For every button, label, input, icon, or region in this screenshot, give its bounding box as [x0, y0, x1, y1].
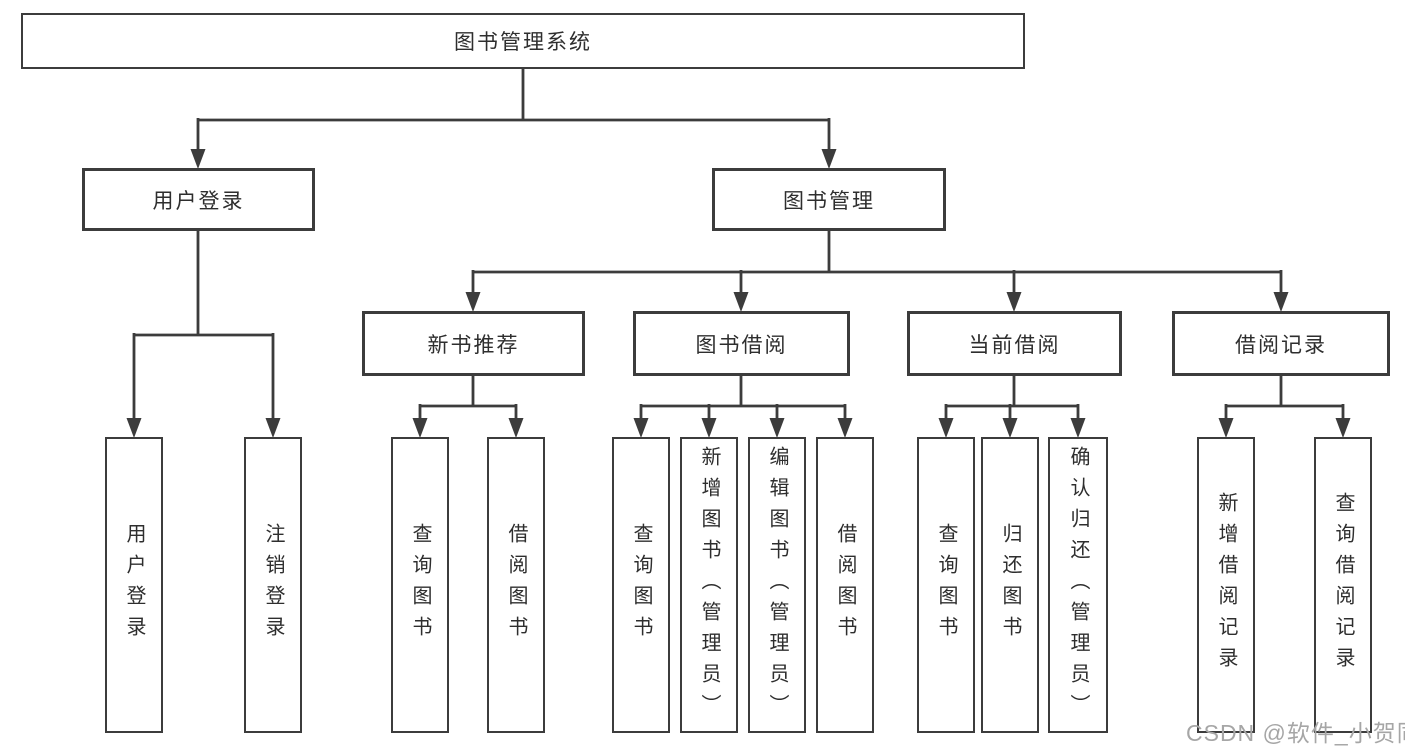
arrow-head — [190, 149, 206, 169]
connector-recommend-to-leaves — [412, 376, 524, 438]
node-current-borrow-label: 当前借阅 — [968, 333, 1061, 357]
node-root-label: 图书管理系统 — [454, 31, 592, 54]
arrow-head — [1070, 418, 1086, 438]
arrow-head — [769, 418, 785, 438]
leaf-recommend-borrow-books: 借阅图书 — [487, 437, 545, 733]
connector-login-to-leaves — [126, 231, 281, 438]
arrow-head — [465, 292, 481, 312]
node-borrow-records: 借阅记录 — [1172, 311, 1390, 376]
arrow-head — [1006, 292, 1022, 312]
leaf-confirm-return-admin-label: 确认归还（管理员） — [1067, 445, 1089, 725]
leaf-edit-books-admin-label: 编辑图书（管理员） — [766, 445, 788, 725]
arrow-head — [412, 418, 428, 438]
connector-management-to-level3 — [465, 231, 1289, 312]
leaf-logout-login-label: 注销登录 — [262, 523, 284, 647]
node-current-borrow: 当前借阅 — [907, 311, 1122, 376]
leaf-current-query-books: 查询图书 — [917, 437, 975, 733]
leaf-recommend-borrow-books-label: 借阅图书 — [505, 523, 527, 647]
leaf-add-borrow-record: 新增借阅记录 — [1197, 437, 1255, 733]
leaf-borrow-borrow-books: 借阅图书 — [816, 437, 874, 733]
node-user-login: 用户登录 — [82, 168, 315, 231]
node-root: 图书管理系统 — [21, 13, 1025, 69]
leaf-recommend-query-books-label: 查询图书 — [409, 523, 431, 647]
arrow-head — [508, 418, 524, 438]
node-book-borrow-label: 图书借阅 — [695, 333, 788, 357]
csdn-watermark: CSDN @软件_小贺同学 — [1186, 720, 1405, 746]
connector-records-to-leaves — [1218, 376, 1351, 438]
leaf-return-books-label: 归还图书 — [999, 523, 1021, 647]
node-book-management: 图书管理 — [712, 168, 946, 231]
arrow-head — [265, 418, 281, 438]
arrow-head — [1218, 418, 1234, 438]
node-book-management-label: 图书管理 — [783, 189, 875, 213]
connector-root-to-level2 — [190, 69, 837, 169]
arrow-head — [1335, 418, 1351, 438]
leaf-query-borrow-record-label: 查询借阅记录 — [1332, 492, 1354, 678]
arrow-head — [837, 418, 853, 438]
arrow-head — [733, 292, 749, 312]
leaf-logout-login: 注销登录 — [244, 437, 302, 733]
leaf-edit-books-admin: 编辑图书（管理员） — [748, 437, 806, 733]
arrow-head — [938, 418, 954, 438]
leaf-add-books-admin-label: 新增图书（管理员） — [698, 445, 720, 725]
leaf-confirm-return-admin: 确认归还（管理员） — [1048, 437, 1108, 733]
node-new-book-recommend: 新书推荐 — [362, 311, 585, 376]
leaf-query-borrow-record: 查询借阅记录 — [1314, 437, 1372, 733]
leaf-borrow-query-books-label: 查询图书 — [630, 523, 652, 647]
arrow-head — [1002, 418, 1018, 438]
node-book-borrow: 图书借阅 — [633, 311, 850, 376]
leaf-recommend-query-books: 查询图书 — [391, 437, 449, 733]
node-borrow-records-label: 借阅记录 — [1235, 333, 1327, 357]
leaf-add-borrow-record-label: 新增借阅记录 — [1215, 492, 1237, 678]
arrow-head — [1273, 292, 1289, 312]
arrow-head — [126, 418, 142, 438]
arrow-head — [701, 418, 717, 438]
arrow-head — [633, 418, 649, 438]
leaf-return-books: 归还图书 — [981, 437, 1039, 733]
node-user-login-label: 用户登录 — [152, 189, 245, 213]
leaf-borrow-query-books: 查询图书 — [612, 437, 670, 733]
node-new-book-recommend-label: 新书推荐 — [427, 333, 520, 357]
leaf-borrow-borrow-books-label: 借阅图书 — [834, 523, 856, 647]
leaf-add-books-admin: 新增图书（管理员） — [680, 437, 738, 733]
leaf-user-login-label: 用户登录 — [123, 523, 145, 647]
leaf-current-query-books-label: 查询图书 — [935, 523, 957, 647]
leaf-user-login: 用户登录 — [105, 437, 163, 733]
connector-current-to-leaves — [938, 376, 1086, 438]
arrow-head — [821, 149, 837, 169]
connector-borrow-to-leaves — [633, 376, 853, 438]
